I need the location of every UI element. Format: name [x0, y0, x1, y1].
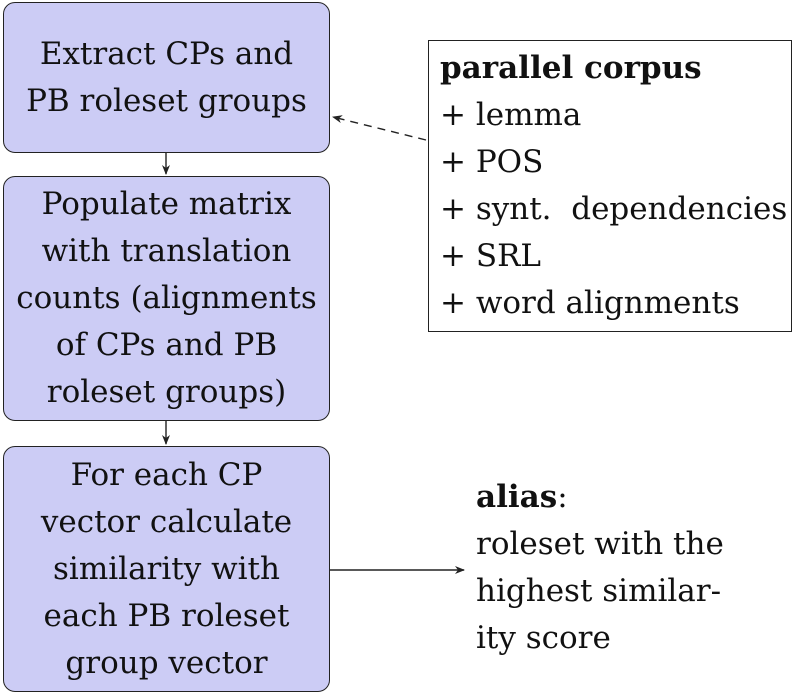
alias-label: alias	[476, 479, 558, 515]
step-populate-box: Populate matrix with translation counts …	[3, 176, 330, 421]
corpus-item: + synt. dependencies	[440, 191, 788, 227]
step-populate-line: of CPs and PB	[55, 327, 278, 363]
alias-line: roleset with the	[476, 526, 724, 562]
step-populate-line: Populate matrix	[41, 186, 292, 222]
step-populate-line: roleset groups)	[46, 374, 287, 410]
arrow-corpus-to-step1	[332, 115, 427, 141]
corpus-item: + SRL	[440, 238, 541, 274]
step-extract-line: PB roleset groups	[26, 82, 307, 119]
step-similarity-line: group vector	[65, 644, 268, 681]
step-populate-line: with translation	[41, 233, 292, 269]
alias-output: alias: roleset with the highest similar-…	[476, 474, 776, 662]
step-extract-line: Extract CPs and	[39, 35, 294, 72]
corpus-box: parallel corpus + lemma + POS + synt. de…	[428, 40, 792, 332]
step-populate-line: counts (alignments	[16, 280, 317, 316]
alias-heading: alias:	[476, 474, 776, 521]
step-similarity-line: For each CP	[70, 456, 263, 493]
corpus-title: parallel corpus	[440, 50, 702, 86]
step-extract-box: Extract CPs and PB roleset groups	[3, 2, 330, 153]
alias-line: highest similar-	[476, 573, 722, 609]
corpus-item: + lemma	[440, 97, 582, 133]
step-similarity-box: For each CP vector calculate similarity …	[3, 446, 330, 692]
alias-line: ity score	[476, 620, 611, 656]
corpus-item: + word alignments	[440, 285, 740, 321]
step-similarity-line: vector calculate	[40, 503, 293, 540]
step-similarity-line: similarity with	[53, 550, 280, 587]
step-similarity-line: each PB roleset	[43, 597, 290, 634]
corpus-item: + POS	[440, 144, 544, 180]
alias-label-suffix: :	[557, 479, 568, 515]
